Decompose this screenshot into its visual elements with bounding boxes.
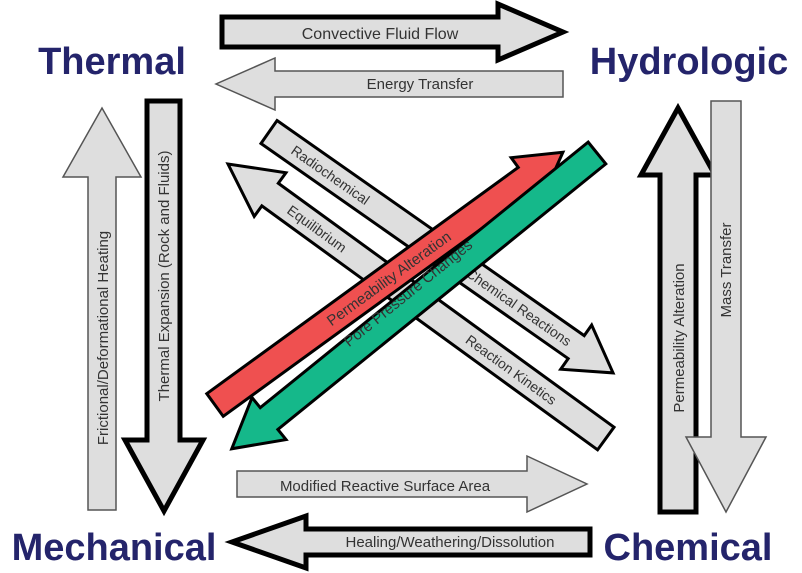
arrow-thermal-expansion bbox=[120, 98, 208, 517]
arrow-pore-pressure-changes bbox=[229, 140, 608, 451]
label-mechanical: Mechanical bbox=[12, 527, 217, 569]
label-healing-weathering-dissolution: Healing/Weathering/Dissolution bbox=[345, 534, 554, 551]
label-mass-transfer: Mass Transfer bbox=[718, 222, 735, 317]
label-modified-reactive-surface-area: Modified Reactive Surface Area bbox=[280, 478, 491, 495]
label-permeability-alteration-right: Permeability Alteration bbox=[671, 263, 688, 412]
arrow-modified-reactive-surface-area bbox=[236, 454, 589, 514]
label-energy-transfer: Energy Transfer bbox=[367, 76, 474, 93]
arrow-mass-transfer bbox=[684, 100, 768, 514]
label-hydrologic: Hydrologic bbox=[590, 41, 788, 83]
arrow-convective-fluid-flow bbox=[219, 0, 570, 64]
label-convective-fluid-flow: Convective Fluid Flow bbox=[302, 26, 459, 43]
arrow-energy-transfer bbox=[214, 56, 564, 112]
label-frictional-heating: Frictional/Deformational Heating bbox=[95, 231, 112, 445]
label-thermal: Thermal bbox=[38, 41, 186, 83]
arrow-healing-weathering-dissolution bbox=[224, 512, 593, 572]
label-chemical: Chemical bbox=[604, 527, 773, 569]
arrow-frictional-heating bbox=[61, 106, 143, 511]
label-thermal-expansion: Thermal Expansion (Rock and Fluids) bbox=[156, 151, 173, 402]
